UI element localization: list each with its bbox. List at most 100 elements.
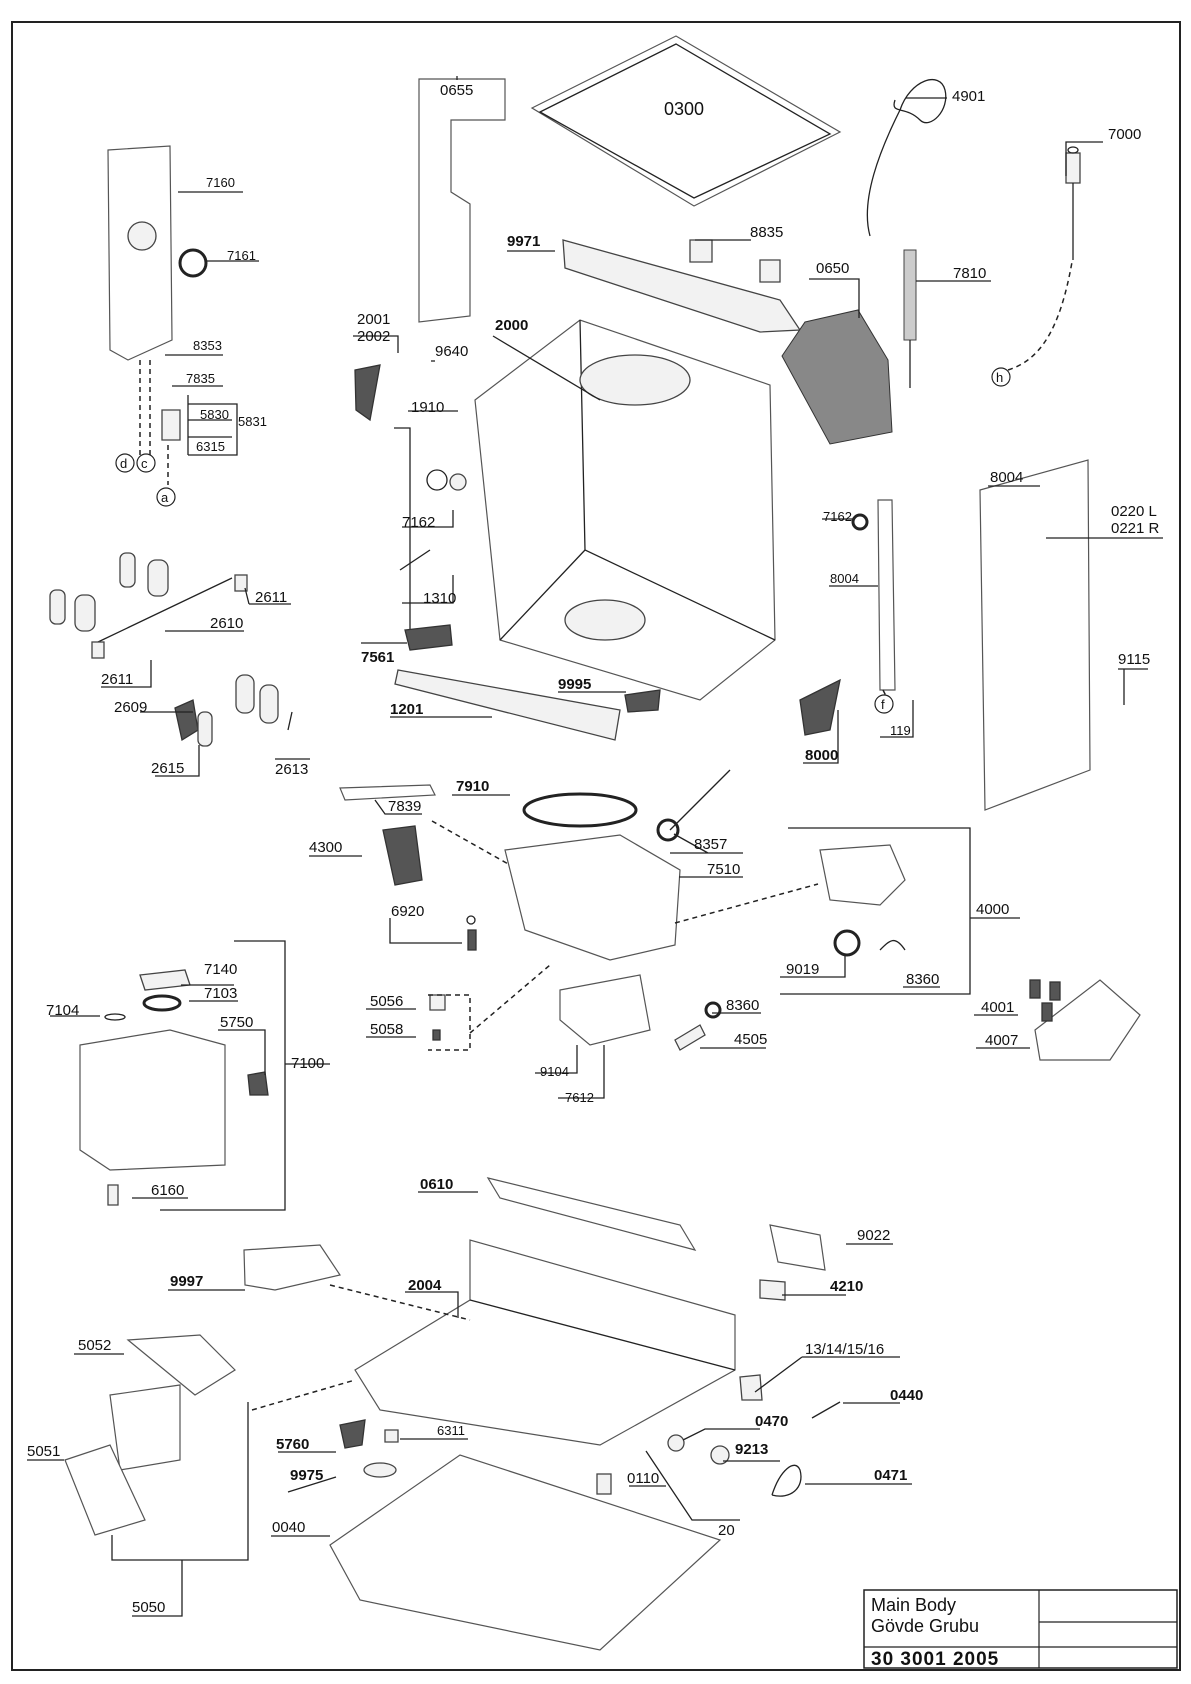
- part-0650-insulation: [781, 309, 893, 445]
- part-7561-hinge: [404, 624, 453, 651]
- part-8004-arm: [877, 499, 896, 691]
- callout-4505: 4505: [734, 1031, 767, 1048]
- part-4001-foot-a: [1029, 979, 1041, 999]
- part-5830-valve: [161, 409, 181, 441]
- part-4210-part: [759, 1279, 786, 1301]
- connector-markers: d c a h f: [115, 367, 1011, 714]
- part-0655-side-panel: [418, 78, 506, 323]
- part-0470-wheel: [667, 1434, 685, 1452]
- callout-0610: 0610: [420, 1176, 453, 1193]
- part-0040-base-pan: [329, 1454, 722, 1651]
- callout-7835: 7835: [186, 371, 215, 386]
- part-2000-sump-hole: [564, 599, 646, 641]
- part-9971-bracket: [562, 239, 802, 333]
- callout-5052: 5052: [78, 1337, 111, 1354]
- callout-0470: 0470: [755, 1413, 788, 1430]
- part-5056-cap: [429, 994, 446, 1011]
- callout-4300: 4300: [309, 839, 342, 856]
- part-2004-base-frame: [354, 1239, 736, 1446]
- part-7160-wheel: [127, 221, 157, 251]
- part-7161-seal: [178, 248, 208, 278]
- callout-9104: 9104: [540, 1064, 569, 1079]
- callout-7162-a: 7162: [402, 514, 435, 531]
- part-7839-filter: [339, 784, 436, 801]
- part-7162-cap: [449, 473, 467, 491]
- callout-5760: 5760: [276, 1436, 309, 1453]
- part-2611-roller-2: [147, 559, 169, 597]
- callout-2611-a: 2611: [255, 589, 287, 606]
- part-2611-end-a: [234, 574, 248, 592]
- callout-7100: 7100: [291, 1055, 324, 1072]
- callout-6311: 6311: [437, 1423, 465, 1438]
- callout-5750: 5750: [220, 1014, 253, 1031]
- part-8000-spring: [799, 678, 841, 736]
- callout-8360-a: 8360: [906, 971, 939, 988]
- part-5052-cover: [126, 1334, 236, 1396]
- callout-4000: 4000: [976, 901, 1009, 918]
- callout-7510: 7510: [707, 861, 740, 878]
- part-0110-part: [596, 1473, 612, 1495]
- part-2000-floor-edge: [499, 549, 586, 641]
- callout-7000: 7000: [1108, 126, 1141, 143]
- part-4901-cable: [866, 79, 947, 237]
- part-2615-slider: [197, 711, 213, 747]
- part-8835-clip: [689, 239, 713, 263]
- part-0440-spring: [811, 1401, 841, 1419]
- part-6920-ring: [466, 915, 476, 925]
- callout-9997: 9997: [170, 1273, 203, 1290]
- part-2001-hinge: [354, 364, 381, 422]
- callout-5058: 5058: [370, 1021, 403, 1038]
- callout-6920: 6920: [391, 903, 424, 920]
- callout-0655: 0655: [440, 82, 473, 99]
- callout-2611-b: 2611: [101, 671, 133, 688]
- callout-4001: 4001: [981, 999, 1014, 1016]
- callout-0471: 0471: [874, 1467, 907, 1484]
- page-frame: [11, 21, 1181, 1671]
- part-7103-seal: [142, 994, 182, 1012]
- callout-9975: 9975: [290, 1467, 323, 1484]
- callout-8004-b: 8004: [830, 571, 859, 586]
- part-0610-bar: [486, 1177, 697, 1251]
- callout-8004-a: 8004: [990, 469, 1023, 486]
- part-4505-hose: [674, 1024, 706, 1051]
- part-7810-hose: [903, 249, 917, 341]
- part-2609-clip: [174, 699, 199, 742]
- callout-0221: 0221 R: [1111, 520, 1160, 537]
- part-4001-foot-c: [1041, 1002, 1053, 1022]
- callout-8360-b: 8360: [726, 997, 759, 1014]
- title-drawing-no: 30 3001 2005: [871, 1649, 999, 1670]
- part-2611-roller-4: [74, 594, 96, 632]
- part-5050-board: [109, 1384, 181, 1471]
- callout-119: 119: [890, 723, 911, 738]
- callout-9640: 9640: [435, 343, 468, 360]
- callout-7910: 7910: [456, 778, 489, 795]
- part-9975-float: [363, 1462, 397, 1478]
- callout-0110: 0110: [627, 1470, 659, 1487]
- callout-7561: 7561: [361, 649, 394, 666]
- callout-0650: 0650: [816, 260, 849, 277]
- callout-0220: 0220 L: [1111, 503, 1157, 520]
- callout-7612: 7612: [565, 1090, 594, 1105]
- part-4001-foot-b: [1049, 981, 1061, 1001]
- callout-5830: 5830: [200, 407, 229, 422]
- part-9019-seal: [833, 929, 861, 957]
- part-8357-hose: [669, 769, 731, 831]
- connector-f: f: [881, 697, 885, 712]
- part-7162-ring: [426, 469, 448, 491]
- callout-9213: 9213: [735, 1441, 768, 1458]
- part-2611-end-b: [91, 641, 105, 659]
- callout-2004: 2004: [408, 1277, 442, 1294]
- callout-13-16: 13/14/15/16: [805, 1341, 884, 1358]
- callout-8353: 8353: [193, 338, 222, 353]
- callout-2610: 2610: [210, 615, 243, 632]
- part-2004-edge: [469, 1299, 736, 1371]
- part-2611-roller-3: [49, 589, 66, 625]
- callout-4901: 4901: [952, 88, 985, 105]
- part-2613-screw: [287, 711, 293, 731]
- part-9995-hinge: [624, 689, 661, 713]
- callout-7162-b: 7162: [823, 509, 852, 524]
- part-6160-clip: [107, 1184, 119, 1206]
- callout-2001: 2001: [357, 311, 390, 328]
- callout-5051: 5051: [27, 1443, 60, 1460]
